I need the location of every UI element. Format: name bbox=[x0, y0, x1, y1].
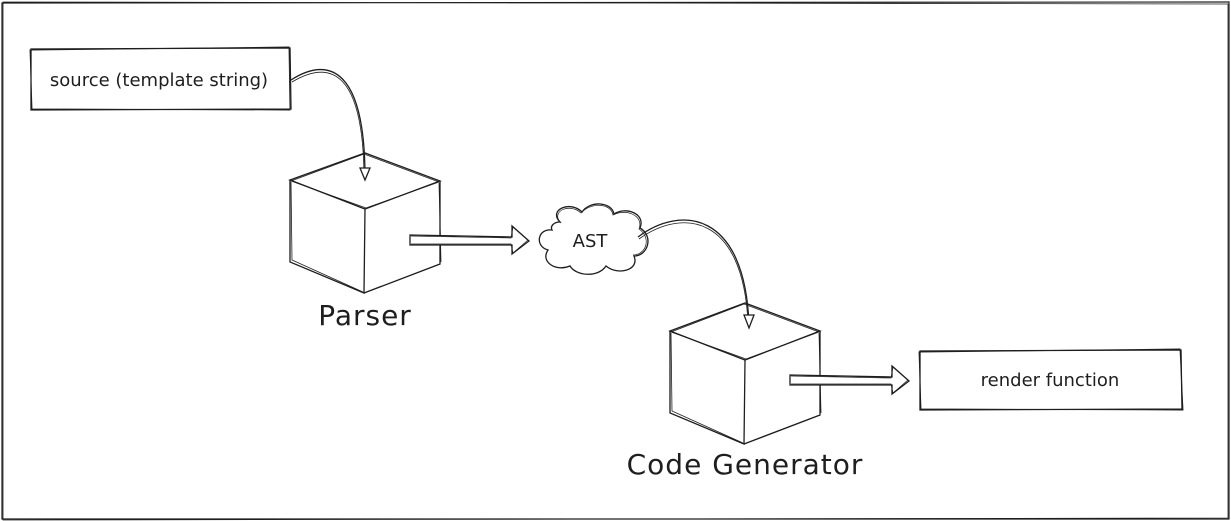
arrow-parser-to-ast bbox=[409, 224, 531, 256]
code-generator-cube bbox=[668, 302, 822, 445]
render-function-node: render function bbox=[918, 348, 1184, 411]
arrow-code-generator-to-render bbox=[789, 364, 911, 396]
ast-label: AST bbox=[573, 231, 609, 252]
ast-cloud: AST bbox=[538, 203, 649, 275]
source-node: source (template string) bbox=[29, 46, 292, 111]
render-function-label: render function bbox=[981, 370, 1120, 391]
code-generator-label: Code Generator bbox=[627, 448, 864, 481]
source-label: source (template string) bbox=[50, 70, 268, 91]
arrow-source-to-parser bbox=[290, 68, 371, 182]
parser-cube bbox=[288, 152, 442, 294]
parser-label: Parser bbox=[318, 299, 412, 332]
arrow-ast-to-code-generator bbox=[637, 219, 755, 330]
